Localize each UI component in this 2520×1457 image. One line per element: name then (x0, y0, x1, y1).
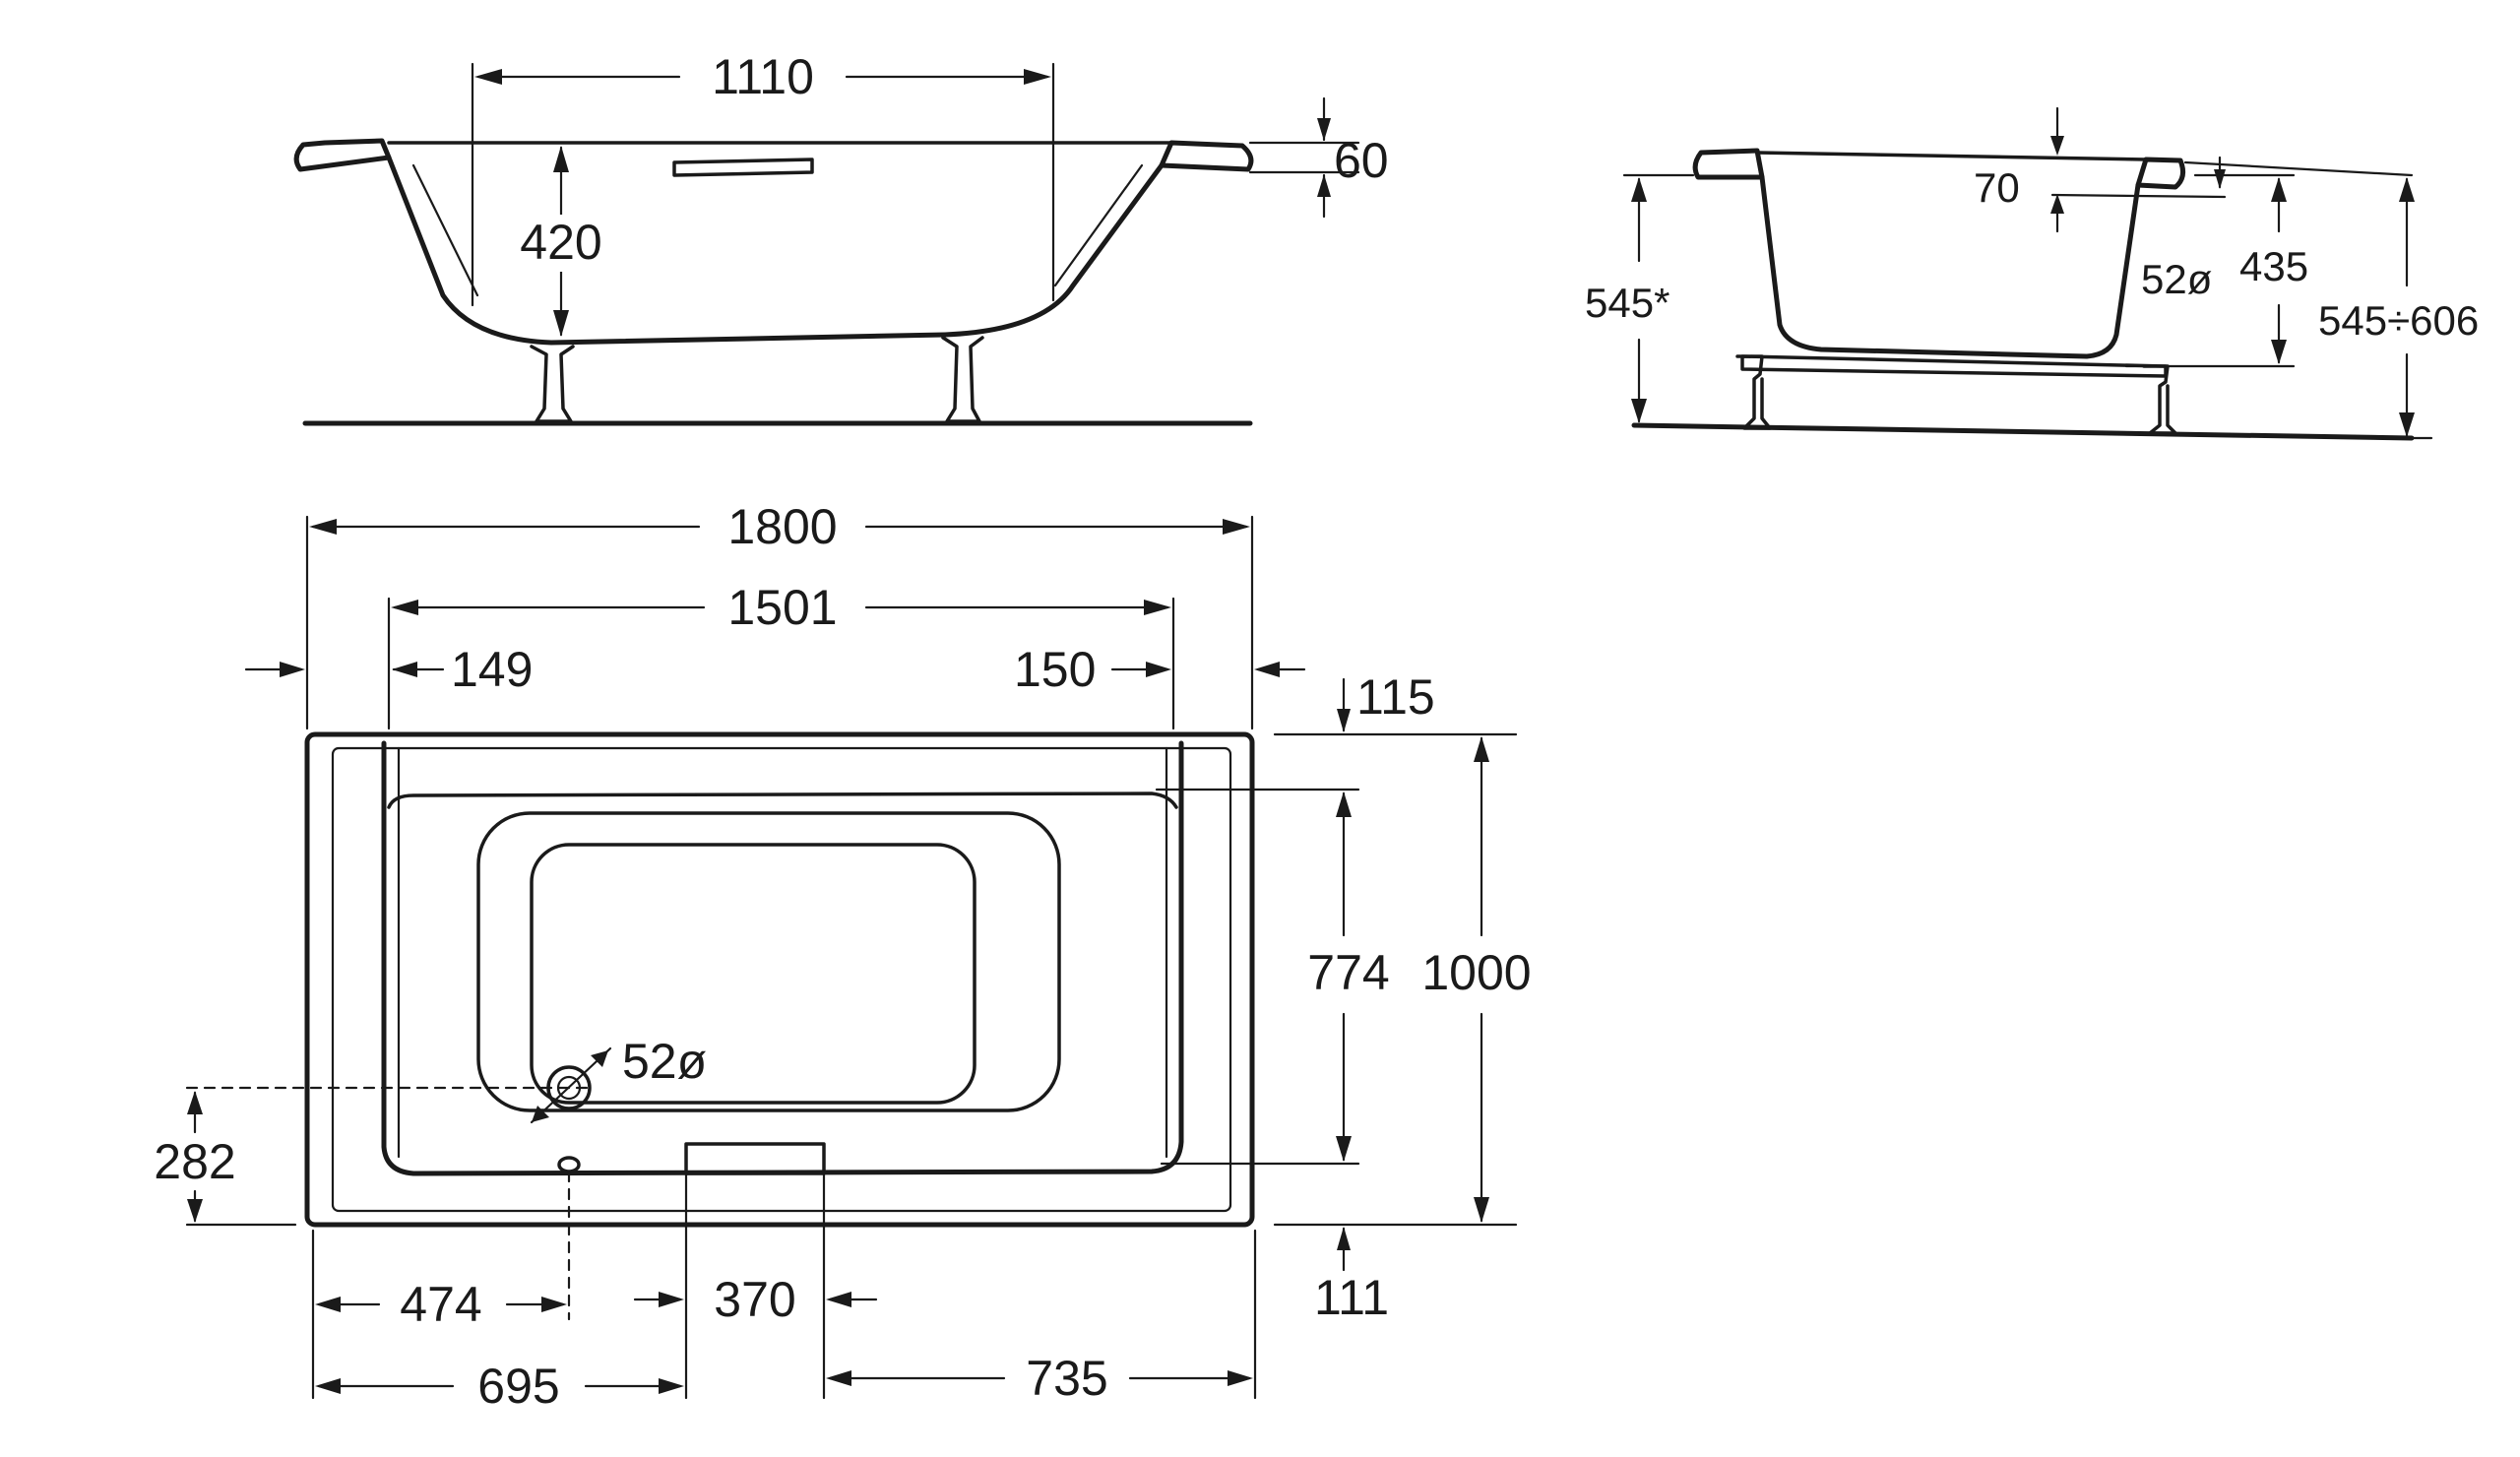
dim-plan-waste: 52ø (622, 1034, 707, 1089)
dim-side-depth: 420 (520, 215, 601, 270)
plan-outer-rim (304, 731, 1255, 1228)
dim-plan-waste-y: 282 (154, 1134, 235, 1189)
dim-plan-overflow-x: 695 (477, 1359, 559, 1414)
tub-side-inner (411, 163, 1144, 297)
end-view: 70 545* 435 52ø 545÷606 (1585, 106, 2479, 441)
dim-end-height-range: 545÷606 (2318, 297, 2479, 344)
dim-plan-inner-width: 774 (1307, 945, 1389, 1000)
leg-left (530, 345, 575, 423)
dim-plan-length: 1800 (727, 499, 837, 554)
dim-plan-width: 1000 (1421, 945, 1531, 1000)
leg-right (941, 336, 984, 423)
tub-side-profile (293, 138, 392, 172)
dim-side-rim: 60 (1334, 133, 1389, 188)
plan-overflow-slot (684, 1142, 826, 1175)
dim-end-waste: 52ø (2141, 256, 2212, 302)
dim-plan-overflow-width: 370 (714, 1272, 795, 1327)
tub-side-body (386, 155, 1165, 346)
side-slot (672, 158, 814, 177)
plan-view: 1800 1501 149 150 115 774 (154, 499, 1531, 1414)
plan-floor-outer (476, 811, 1061, 1112)
dim-plan-right-to-overflow: 735 (1026, 1351, 1107, 1406)
end-tub-body (1759, 174, 2141, 359)
plan-backrest (387, 792, 1178, 809)
end-tub-rim-right (2135, 157, 2186, 190)
dim-plan-waste-x: 474 (400, 1277, 481, 1332)
end-base-frame (1740, 354, 2168, 378)
plan-floor-inner (530, 843, 976, 1105)
dim-plan-right-rim: 150 (1014, 642, 1096, 697)
dim-end-inner-height: 435 (2239, 243, 2308, 289)
dim-plan-top-rim: 115 (1356, 669, 1435, 725)
side-view: 1110 420 60 (293, 49, 1389, 426)
dim-plan-left-rim: 149 (451, 642, 533, 697)
end-leg-right (2142, 364, 2177, 435)
dim-side-length: 1110 (712, 49, 814, 104)
dim-plan-bottom-rim: 111 (1314, 1270, 1389, 1325)
end-tub-rim-left (1692, 148, 1765, 180)
dim-end-offset: 70 (1974, 164, 2020, 211)
tub-side-rim-right (1159, 140, 1254, 172)
dim-end-height-star: 545* (1585, 280, 1670, 326)
end-leg-left (1735, 354, 1772, 430)
dim-plan-inner-length: 1501 (727, 580, 837, 635)
